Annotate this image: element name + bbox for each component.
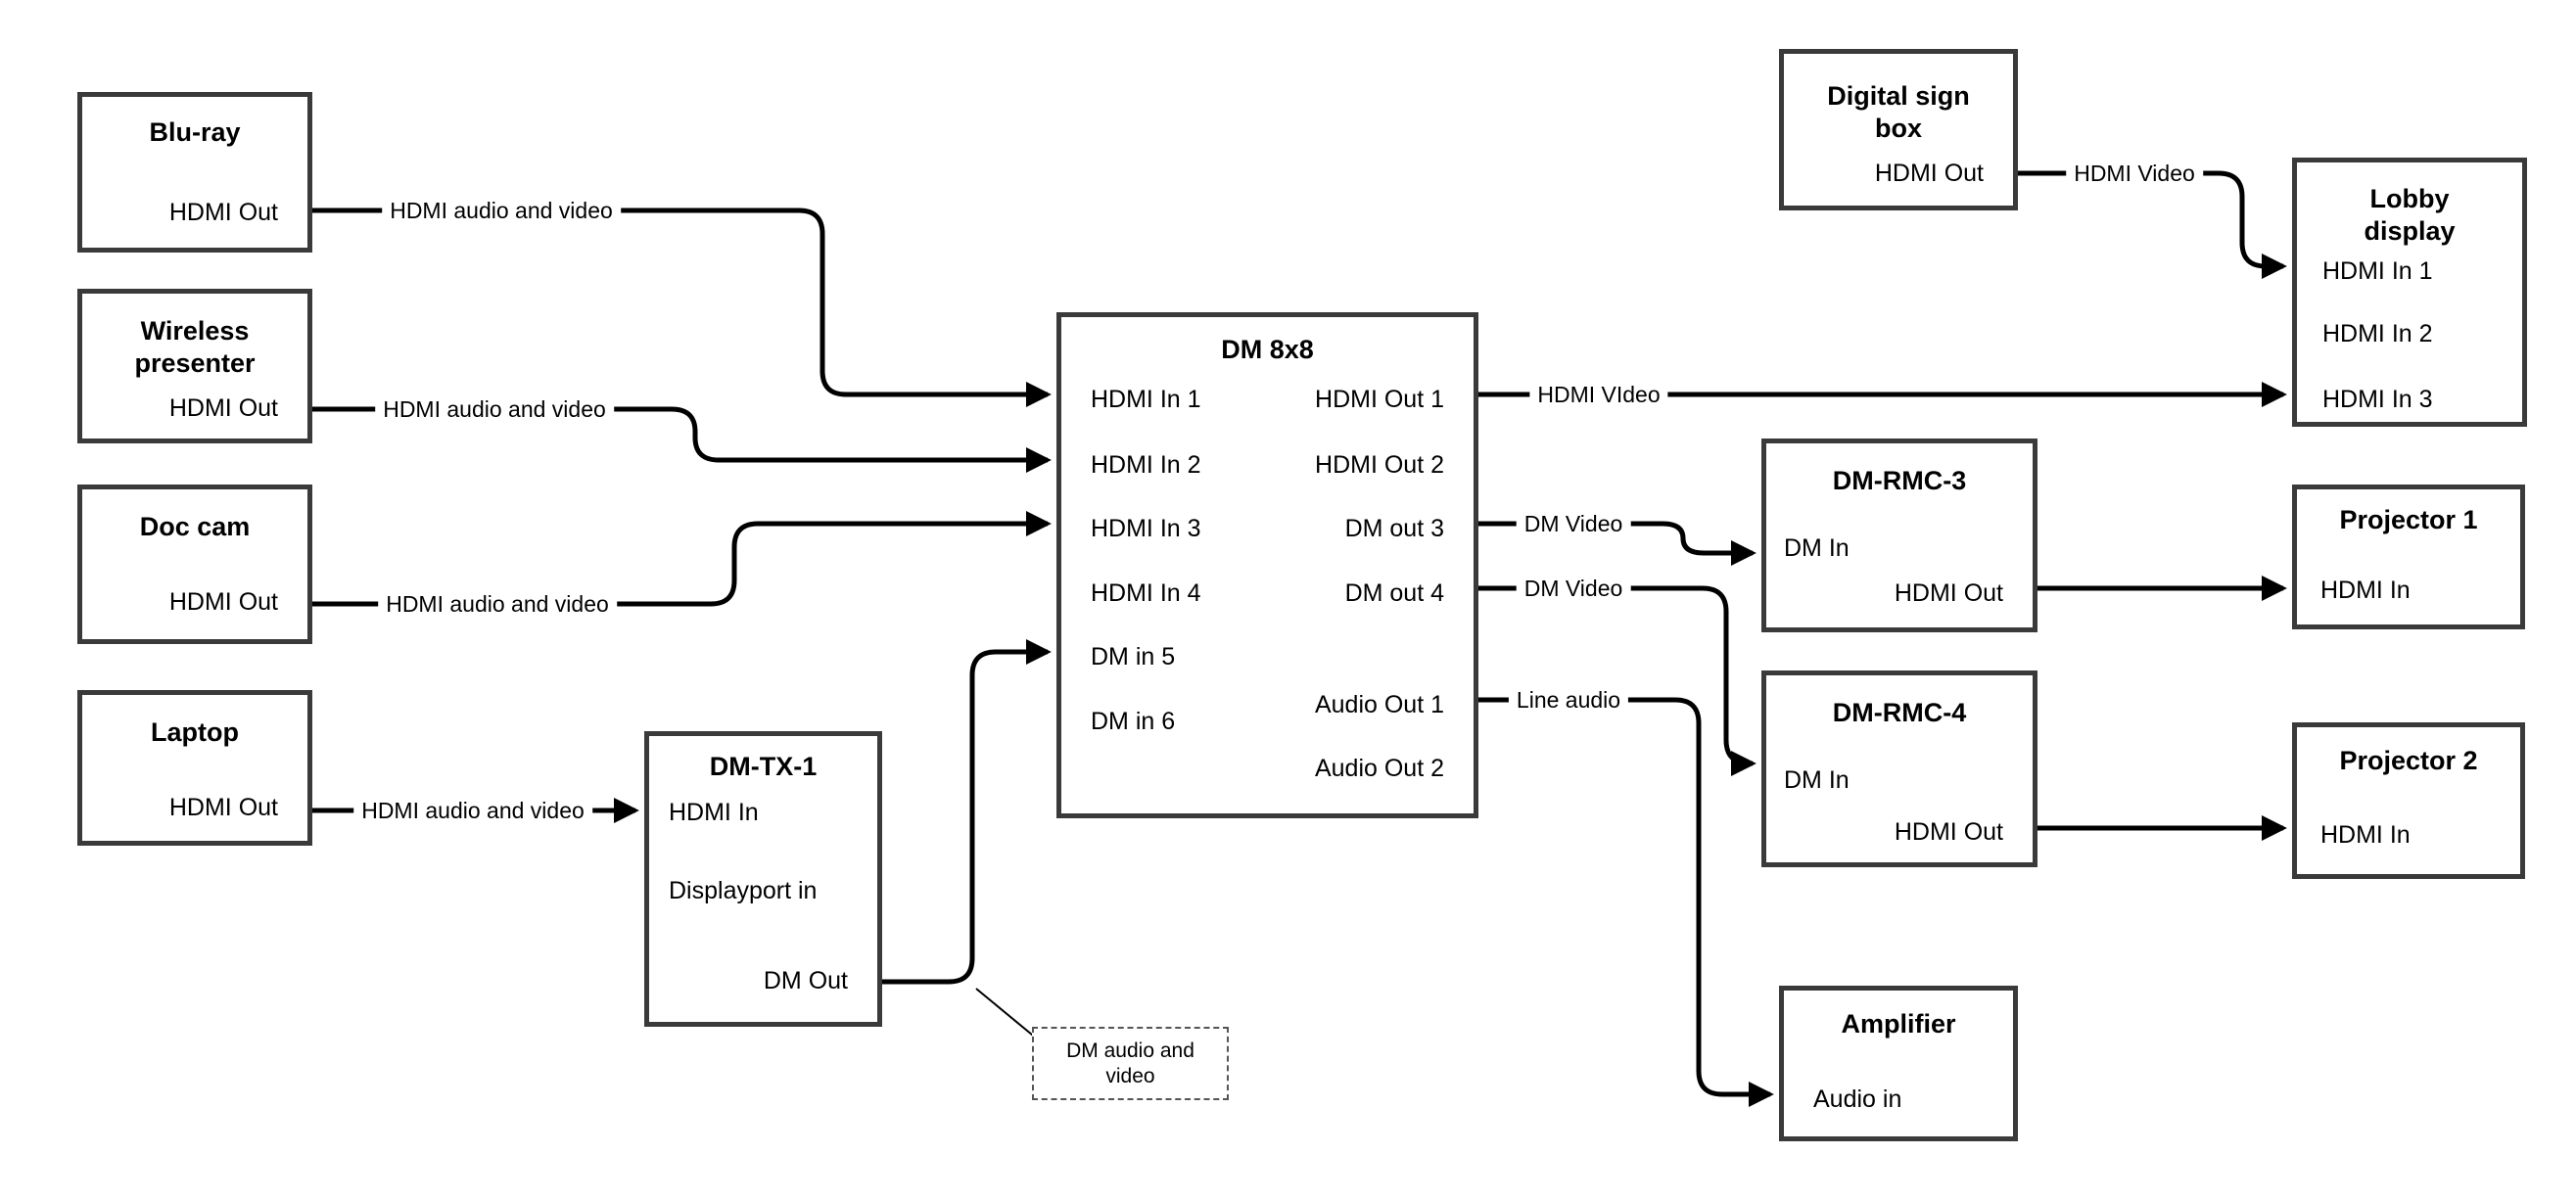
wire-label-doccam-hdmi-av: HDMI audio and video bbox=[378, 590, 617, 618]
port-dm8x8-hdmi-in-4: HDMI In 4 bbox=[1091, 579, 1201, 607]
wire-dmtx1-to-dm8x8 bbox=[882, 639, 1052, 985]
port-rmc3-dm-in: DM In bbox=[1784, 534, 1850, 562]
box-amplifier-title: Amplifier bbox=[1841, 1009, 1956, 1039]
box-lobby-display: Lobby display HDMI In 1 HDMI In 2 HDMI I… bbox=[2292, 158, 2527, 427]
port-rmc4-dm-in: DM In bbox=[1784, 766, 1850, 794]
port-dm8x8-hdmi-in-3: HDMI In 3 bbox=[1091, 515, 1201, 542]
wire-label-hdmi-video-sign: HDMI Video bbox=[2066, 160, 2203, 187]
port-dm8x8-dm-out-4: DM out 4 bbox=[1344, 579, 1444, 607]
port-dm8x8-dm-in-6: DM in 6 bbox=[1091, 708, 1176, 735]
port-dm8x8-dm-in-5: DM in 5 bbox=[1091, 643, 1176, 670]
port-dmtx1-displayport-in: Displayport in bbox=[669, 877, 818, 904]
wire-label-dm-video-out4: DM Video bbox=[1516, 575, 1631, 602]
box-dm-8x8: DM 8x8 HDMI In 1 HDMI In 2 HDMI In 3 HDM… bbox=[1056, 312, 1478, 818]
box-wireless-presenter: Wireless presenter HDMI Out bbox=[77, 289, 312, 443]
callout-leader-line bbox=[975, 988, 1039, 1040]
port-amplifier-audio-in: Audio in bbox=[1813, 1086, 1902, 1113]
box-bluray: Blu-ray HDMI Out bbox=[77, 92, 312, 253]
port-lobby-hdmi-in-2: HDMI In 2 bbox=[2322, 320, 2433, 347]
port-wireless-hdmi-out: HDMI Out bbox=[168, 394, 278, 422]
wire-label-bluray-hdmi-av: HDMI audio and video bbox=[382, 197, 621, 224]
wire-label-hdmi-video-out1: HDMI VIdeo bbox=[1529, 381, 1668, 408]
box-lobby-display-title: Lobby display bbox=[2364, 184, 2456, 246]
wire-label-wireless-hdmi-av: HDMI audio and video bbox=[375, 395, 614, 423]
box-dm-tx-1: DM-TX-1 HDMI In Displayport in DM Out bbox=[644, 731, 882, 1027]
box-laptop: Laptop HDMI Out bbox=[77, 690, 312, 846]
port-projector2-hdmi-in: HDMI In bbox=[2320, 821, 2411, 849]
port-sign-hdmi-out: HDMI Out bbox=[1874, 160, 1984, 187]
box-projector-2-title: Projector 2 bbox=[2339, 746, 2478, 775]
port-lobby-hdmi-in-3: HDMI In 3 bbox=[2322, 386, 2433, 413]
box-digital-sign-title: Digital sign box bbox=[1827, 81, 1970, 143]
port-lobby-hdmi-in-1: HDMI In 1 bbox=[2322, 257, 2433, 285]
wire-dmout4-to-rmc4 bbox=[1478, 585, 1756, 776]
box-laptop-title: Laptop bbox=[151, 717, 239, 747]
port-dm8x8-hdmi-out-1: HDMI Out 1 bbox=[1315, 386, 1444, 413]
port-dmtx1-dm-out: DM Out bbox=[763, 967, 848, 994]
wire-dmout3-to-rmc3 bbox=[1478, 521, 1756, 566]
port-dm8x8-hdmi-in-2: HDMI In 2 bbox=[1091, 451, 1201, 479]
box-dm-rmc-4: DM-RMC-4 DM In HDMI Out bbox=[1761, 670, 2037, 867]
port-projector1-hdmi-in: HDMI In bbox=[2320, 577, 2411, 604]
box-dm-rmc-3: DM-RMC-3 DM In HDMI Out bbox=[1761, 439, 2037, 632]
box-dm-rmc-3-title: DM-RMC-3 bbox=[1832, 466, 1967, 495]
box-wireless-presenter-title: Wireless presenter bbox=[134, 316, 256, 378]
box-projector-1: Projector 1 HDMI In bbox=[2292, 485, 2525, 629]
box-dm-8x8-title: DM 8x8 bbox=[1221, 335, 1314, 364]
wire-audioout1-to-amplifier bbox=[1478, 697, 1774, 1107]
box-doc-cam: Doc cam HDMI Out bbox=[77, 485, 312, 644]
wire-label-laptop-hdmi-av: HDMI audio and video bbox=[353, 797, 592, 824]
box-projector-2: Projector 2 HDMI In bbox=[2292, 722, 2525, 879]
port-dm8x8-hdmi-out-2: HDMI Out 2 bbox=[1315, 451, 1444, 479]
port-dm8x8-hdmi-in-1: HDMI In 1 bbox=[1091, 386, 1201, 413]
box-amplifier: Amplifier Audio in bbox=[1779, 986, 2018, 1141]
wire-sign-to-lobby bbox=[2018, 170, 2287, 279]
port-rmc3-hdmi-out: HDMI Out bbox=[1894, 579, 2003, 607]
box-dm-rmc-4-title: DM-RMC-4 bbox=[1832, 698, 1967, 727]
port-dmtx1-hdmi-in: HDMI In bbox=[669, 799, 759, 826]
wire-bluray-to-dm8x8 bbox=[312, 208, 1052, 407]
box-projector-1-title: Projector 1 bbox=[2339, 505, 2478, 534]
port-rmc4-hdmi-out: HDMI Out bbox=[1894, 818, 2003, 846]
wire-doccam-to-dm8x8 bbox=[312, 511, 1052, 607]
box-bluray-title: Blu-ray bbox=[149, 117, 241, 147]
callout-dm-audio-video: DM audio and video bbox=[1032, 1027, 1229, 1100]
port-dm8x8-dm-out-3: DM out 3 bbox=[1344, 515, 1444, 542]
wire-wireless-to-dm8x8 bbox=[312, 406, 1052, 473]
port-dm8x8-audio-out-1: Audio Out 1 bbox=[1314, 691, 1444, 718]
wire-label-line-audio: Line audio bbox=[1508, 686, 1629, 714]
port-doccam-hdmi-out: HDMI Out bbox=[168, 588, 278, 616]
callout-dm-audio-video-text: DM audio and video bbox=[1066, 1039, 1194, 1087]
box-doc-cam-title: Doc cam bbox=[139, 512, 251, 541]
box-dm-tx-1-title: DM-TX-1 bbox=[709, 752, 818, 781]
port-laptop-hdmi-out: HDMI Out bbox=[168, 794, 278, 821]
port-bluray-hdmi-out: HDMI Out bbox=[168, 199, 278, 226]
box-digital-sign: Digital sign box HDMI Out bbox=[1779, 49, 2018, 210]
wire-label-dm-video-out3: DM Video bbox=[1516, 510, 1631, 537]
port-dm8x8-audio-out-2: Audio Out 2 bbox=[1314, 755, 1444, 782]
